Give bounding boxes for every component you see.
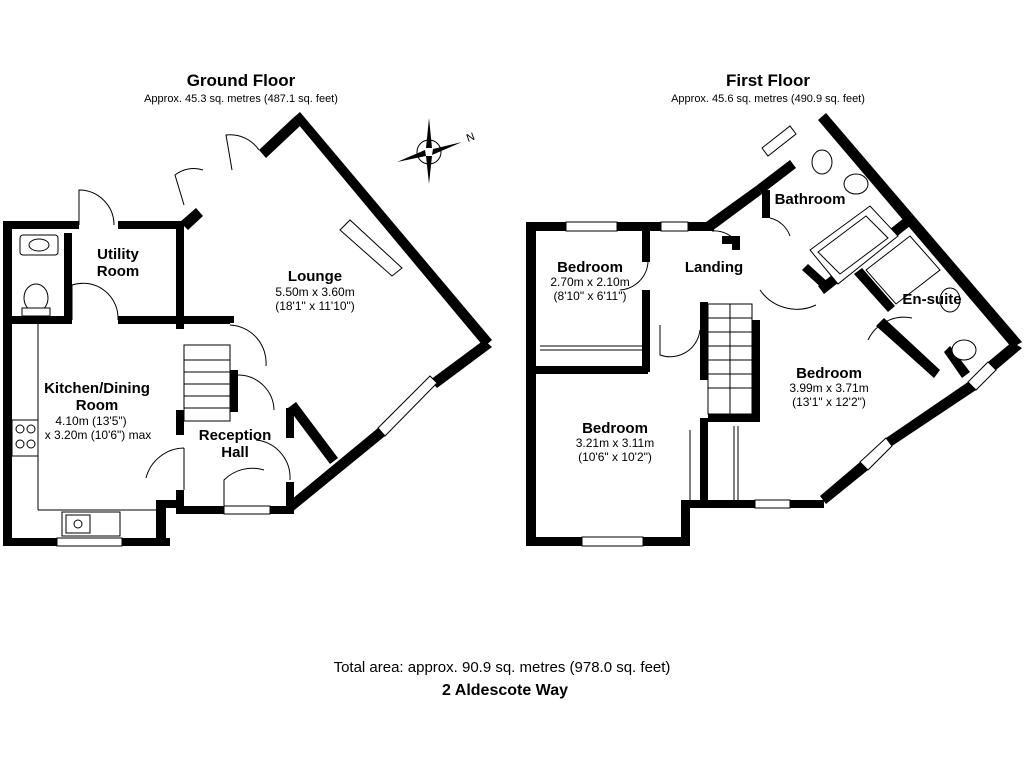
- ground-floor-windows: [56, 219, 438, 547]
- kitchen-dim-line2: x 3.20m (10'6") max: [45, 428, 152, 442]
- hall-label-line1: Reception: [199, 427, 272, 444]
- first-floor-area: Approx. 45.6 sq. metres (490.9 sq. feet): [671, 93, 865, 105]
- bedroom-main-dim-metric: 3.99m x 3.71m: [789, 381, 868, 395]
- bathroom-toilet: [811, 149, 833, 175]
- compass-label: N: [465, 131, 477, 145]
- first-floor-fixtures: [809, 149, 977, 361]
- bedroom-small-label: Bedroom: [557, 259, 623, 276]
- bedroom-lower-dim-metric: 3.21m x 3.11m: [576, 436, 654, 450]
- ensuite-label: En-suite: [902, 291, 961, 308]
- first-floor-plan: [526, 113, 1022, 547]
- kitchen-label-line2: Room: [76, 397, 119, 414]
- bedroom-main-label: Bedroom: [796, 365, 862, 382]
- first-floor-title: First Floor: [726, 71, 810, 90]
- first-floor-walls: [526, 113, 1022, 546]
- bedroom-lower-label: Bedroom: [582, 420, 648, 437]
- bathroom-sink: [843, 173, 869, 195]
- lounge-dim-metric: 5.50m x 3.60m: [275, 285, 354, 299]
- ground-floor-doors: [71, 134, 291, 510]
- property-address: 2 Aldescote Way: [442, 682, 568, 699]
- total-area: Total area: approx. 90.9 sq. metres (978…: [334, 659, 671, 676]
- ground-floor-plan: N: [3, 112, 492, 547]
- bathroom-label: Bathroom: [775, 191, 846, 208]
- kitchen-label-line1: Kitchen/Dining: [44, 380, 150, 397]
- ensuite-toilet: [951, 339, 977, 361]
- lounge-label: Lounge: [288, 268, 342, 285]
- lounge-dim-imperial: (18'1" x 11'10"): [275, 299, 355, 313]
- first-floor-stairs: [707, 303, 753, 415]
- ground-floor-walls: [3, 112, 492, 546]
- ground-floor-area: Approx. 45.3 sq. metres (487.1 sq. feet): [144, 93, 338, 105]
- bedroom-main-dim-imperial: (13'1" x 12'2"): [792, 395, 866, 409]
- utility-room-label-line1: Utility: [97, 246, 139, 263]
- bedroom-small-dim-imperial: (8'10" x 6'11"): [554, 289, 627, 303]
- utility-room-label-line2: Room: [97, 263, 140, 280]
- compass-icon: N: [397, 118, 477, 184]
- kitchen-dim-line1: 4.10m (13'5"): [55, 414, 126, 428]
- first-floor-windows: [565, 125, 997, 547]
- landing-label: Landing: [685, 259, 743, 276]
- ensuite-sink: [939, 287, 961, 313]
- bedroom-lower-dim-imperial: (10'6" x 10'2"): [578, 450, 652, 464]
- first-floor-doors: [540, 217, 913, 500]
- hall-label-line2: Hall: [221, 444, 249, 461]
- ground-floor-stairs: [183, 344, 231, 422]
- bedroom-small-dim-metric: 2.70m x 2.10m: [550, 275, 629, 289]
- ground-floor-fixtures: [11, 234, 156, 537]
- ground-floor-title: Ground Floor: [187, 71, 296, 90]
- shower: [865, 235, 941, 305]
